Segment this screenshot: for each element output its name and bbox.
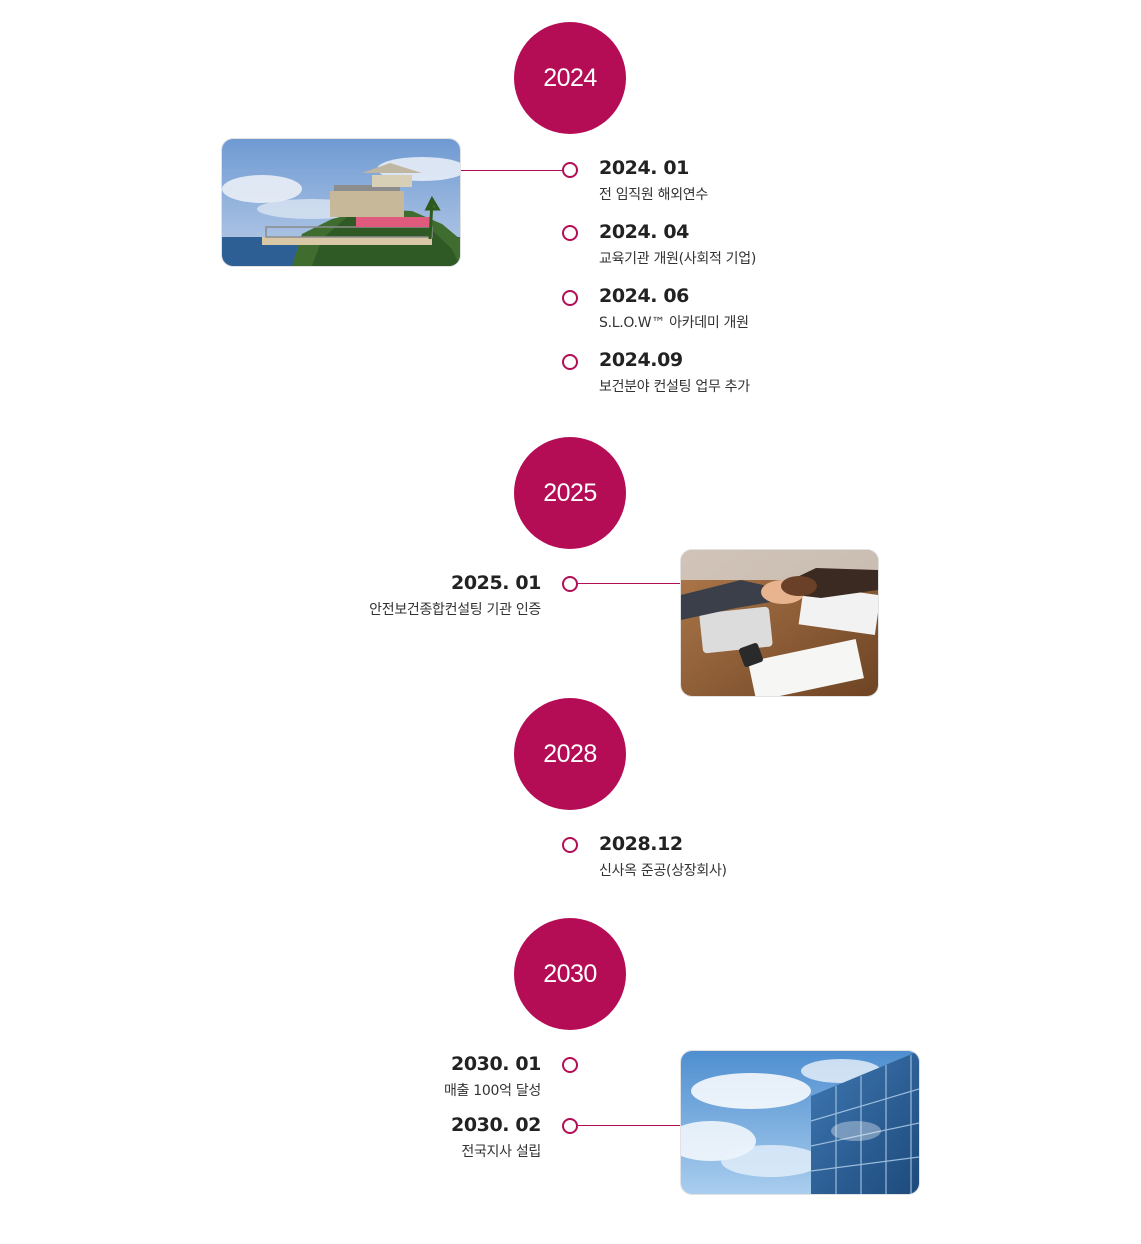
entry-description: 신사옥 준공(상장회사)	[599, 863, 727, 879]
entry-date: 2024. 01	[599, 157, 689, 179]
timeline-dot	[562, 354, 578, 370]
year-label: 2024	[543, 63, 597, 92]
timeline-dot	[562, 162, 578, 178]
office-building-photo	[680, 1050, 920, 1195]
entry-description: 전 임직원 해외연수	[599, 187, 708, 203]
entry-date: 2024.09	[599, 349, 683, 371]
year-label: 2030	[543, 959, 597, 988]
year-label: 2028	[543, 739, 597, 768]
entry-date: 2030. 02	[451, 1114, 541, 1136]
year-circle-2024: 2024	[514, 22, 626, 134]
connector-line	[578, 1125, 680, 1126]
connector-line	[461, 170, 563, 171]
entry-description: 보건분야 컨설팅 업무 추가	[599, 379, 750, 395]
entry-description: 매출 100억 달성	[443, 1083, 541, 1099]
year-circle-2025: 2025	[514, 437, 626, 549]
seaside-pavilion-photo	[221, 138, 461, 267]
entry-date: 2025. 01	[451, 572, 541, 594]
entry-date: 2028.12	[599, 833, 683, 855]
timeline-dot	[562, 225, 578, 241]
year-circle-2030: 2030	[514, 918, 626, 1030]
year-label: 2025	[543, 478, 597, 507]
entry-date: 2024. 04	[599, 221, 689, 243]
timeline-dot	[562, 576, 578, 592]
timeline-dot	[562, 290, 578, 306]
entry-description: S.L.O.W™ 아카데미 개원	[599, 315, 749, 331]
handshake-photo	[680, 549, 879, 697]
connector-line	[578, 583, 680, 584]
entry-description: 전국지사 설립	[461, 1144, 541, 1160]
timeline-dot	[562, 1118, 578, 1134]
entry-date: 2024. 06	[599, 285, 689, 307]
timeline-dot	[562, 837, 578, 853]
year-circle-2028: 2028	[514, 698, 626, 810]
entry-description: 교육기관 개원(사회적 기업)	[599, 251, 757, 267]
entry-date: 2030. 01	[451, 1053, 541, 1075]
entry-description: 안전보건종합컨설팅 기관 인증	[369, 602, 541, 618]
timeline-dot	[562, 1057, 578, 1073]
